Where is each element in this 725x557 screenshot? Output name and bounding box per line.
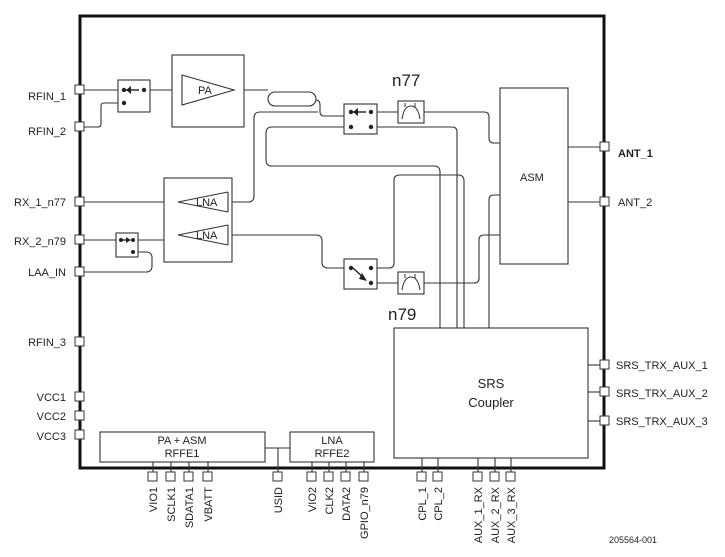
pin-pad <box>74 410 85 421</box>
srs-label: SRS <box>478 376 505 391</box>
left-pin-label: VCC3 <box>37 431 66 443</box>
left-pin-label: RX_2_n79 <box>14 236 66 248</box>
pin-pad <box>74 121 85 132</box>
bottom-pin-label: SDATA1 <box>184 487 196 528</box>
rfin-switch <box>117 79 151 113</box>
pin-pad <box>272 471 283 482</box>
right-pin-label: ANT_1 <box>618 148 653 160</box>
n77-band-label: n77 <box>392 71 420 90</box>
lna-block: LNA LNA <box>163 177 233 263</box>
pin-pad <box>340 471 351 482</box>
left-pin-label: LAA_IN <box>28 267 66 279</box>
rffe1-title: PA + ASM <box>157 435 206 447</box>
bottom-pin-label: VBATT <box>203 487 215 522</box>
pin-pad <box>416 471 427 482</box>
pin-pad <box>183 471 194 482</box>
pa-label: PA <box>198 85 213 97</box>
pin-pad <box>74 391 85 402</box>
asm-label: ASM <box>520 172 544 184</box>
left-pin-label: RX_1_n77 <box>14 197 66 209</box>
pin-pad <box>599 386 610 397</box>
pin-pad <box>358 471 369 482</box>
rx2-switch <box>115 232 139 258</box>
right-pin-label: SRS_TRX_AUX_2 <box>616 388 708 400</box>
left-pin-label: VCC2 <box>37 411 66 423</box>
bottom-pin-label: VIO2 <box>307 487 319 512</box>
srs-coupler-block: SRS Coupler <box>393 327 589 459</box>
n79-band-label: n79 <box>388 305 416 324</box>
asm-block: ASM <box>499 87 569 265</box>
bottom-pin-label: CPL_1 <box>417 487 429 521</box>
bottom-pin-label: AUX_2_RX <box>490 486 502 543</box>
pin-pad <box>599 196 610 207</box>
right-pins: ANT_1 ANT_2 SRS_TRX_AUX_1 SRS_TRX_AUX_2 … <box>599 141 708 428</box>
bottom-pin-label: DATA2 <box>341 487 353 521</box>
bottom-pin-label: CLK2 <box>324 487 336 515</box>
bottom-pin-label: AUX_3_RX <box>506 486 518 543</box>
bottom-pin-label: SCLK1 <box>166 487 178 522</box>
rffe2-subtitle: RFFE2 <box>315 448 350 460</box>
pin-pad <box>74 429 85 440</box>
left-pin-label: VCC1 <box>37 392 66 404</box>
left-pin-label: RFIN_3 <box>28 337 66 349</box>
n77-switch <box>343 103 378 135</box>
coupler-loop <box>267 91 317 107</box>
coupler-label: Coupler <box>468 395 514 410</box>
pin-pad <box>74 84 85 95</box>
rffe2-title: LNA <box>321 435 343 447</box>
rffe1-block: PA + ASM RFFE1 <box>99 431 266 463</box>
pin-pad <box>323 471 334 482</box>
pa-block: PA <box>171 54 245 128</box>
pin-pad <box>147 471 158 482</box>
signal-wires <box>84 89 600 472</box>
pin-pad <box>472 471 483 482</box>
lna-bottom-label: LNA <box>196 230 218 242</box>
n79-filter <box>397 271 425 295</box>
bottom-pin-label: AUX_1_RX <box>473 486 485 543</box>
figure-id: 205564-001 <box>609 535 657 545</box>
bottom-pin-label: CPL_2 <box>433 487 445 521</box>
n77-filter <box>397 100 425 124</box>
pin-pad <box>599 359 610 370</box>
pin-pad <box>599 415 610 426</box>
lna-top-label: LNA <box>196 197 218 209</box>
right-pin-label: ANT_2 <box>618 197 652 209</box>
pin-pad <box>74 266 85 277</box>
bottom-pin-label: VIO1 <box>148 487 160 512</box>
left-pins: RFIN_1 RFIN_2 RX_1_n77 RX_2_n79 LAA_IN R… <box>14 84 85 443</box>
n79-switch <box>343 258 378 290</box>
pin-pad <box>489 471 500 482</box>
pin-pad <box>599 141 610 152</box>
bottom-pin-label: USID <box>273 487 285 513</box>
right-pin-label: SRS_TRX_AUX_3 <box>616 416 708 428</box>
bottom-pins: VIO1 SCLK1 SDATA1 VBATT USID VIO2 CLK2 D… <box>147 471 518 543</box>
pin-pad <box>74 234 85 245</box>
pin-pad <box>165 471 176 482</box>
pin-pad <box>505 471 516 482</box>
rffe1-subtitle: RFFE1 <box>165 448 200 460</box>
left-pin-label: RFIN_2 <box>28 126 66 138</box>
right-pin-label: SRS_TRX_AUX_1 <box>616 360 708 372</box>
pin-pad <box>306 471 317 482</box>
pin-pad <box>432 471 443 482</box>
pin-pad <box>202 471 213 482</box>
bottom-pin-label: GPIO_n79 <box>359 487 371 539</box>
rffe2-block: LNA RFFE2 <box>289 431 375 463</box>
pin-pad <box>74 336 85 347</box>
pin-pad <box>74 196 85 207</box>
left-pin-label: RFIN_1 <box>28 91 66 103</box>
